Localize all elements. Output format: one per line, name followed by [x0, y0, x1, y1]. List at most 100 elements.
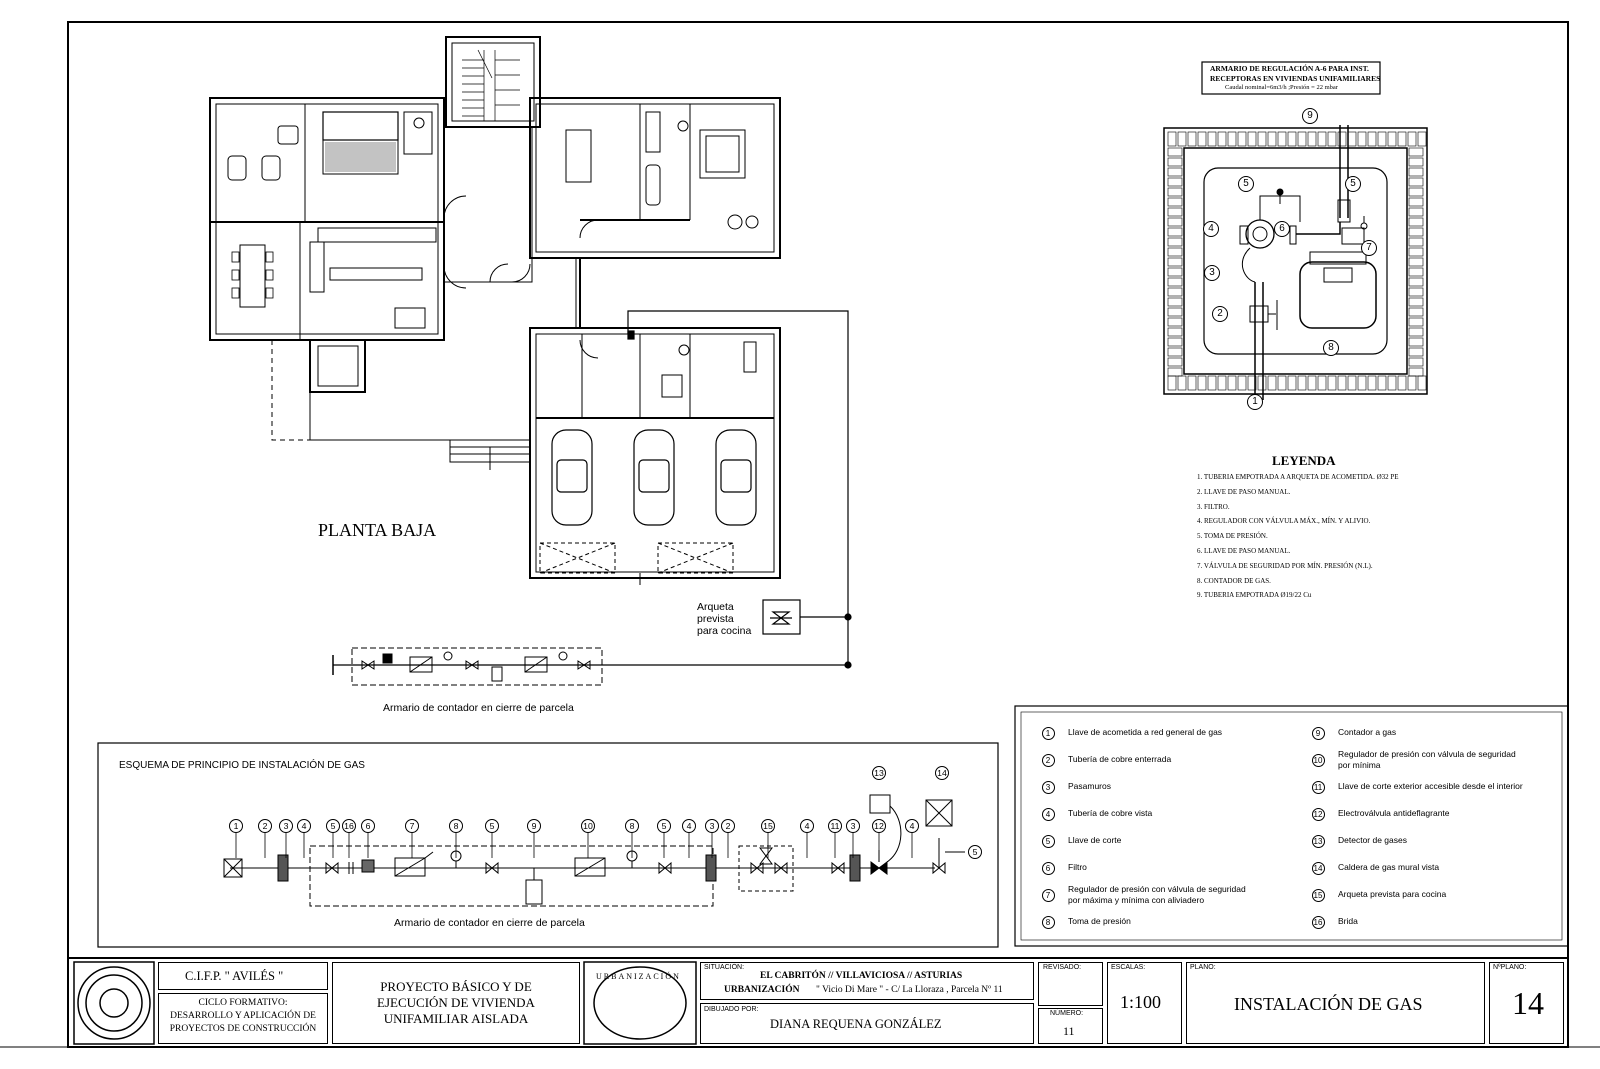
callout-number: 5 — [1041, 834, 1055, 848]
revisado-label: REVISADO: — [1043, 964, 1082, 971]
callout-number: 3 — [705, 819, 719, 833]
callout-number: 4 — [297, 819, 311, 833]
cycle-line-3: PROYECTOS DE CONSTRUCCIÓN — [169, 1024, 317, 1034]
legend-item: 6. LLAVE DE PASO MANUAL. — [1197, 546, 1291, 555]
callout-number: 11 — [1311, 780, 1325, 794]
schema-caption: Armario de contador en cierre de parcela — [394, 917, 585, 929]
situacion-line1: EL CABRITÓN // VILLAVICIOSA // ASTURIAS — [760, 971, 963, 981]
plano-label: PLANO: — [1190, 964, 1216, 971]
arqueta-label: Arqueta prevista para cocina — [697, 601, 751, 637]
callout-number: 15 — [1311, 888, 1325, 902]
callout-number: 9 — [527, 819, 541, 833]
legend-item: 5. TOMA DE PRESIÓN. — [1197, 532, 1268, 541]
symbol-description: Regulador de presión con válvula de segu… — [1338, 749, 1516, 770]
callout-number: 3 — [1041, 780, 1055, 794]
plano-cell — [1186, 962, 1485, 1044]
symbols-legend-box — [1014, 705, 1569, 947]
callout-number: 8 — [1041, 915, 1055, 929]
dibujado-label: DIBUJADO POR: — [704, 1006, 759, 1013]
callout-number: 3 — [846, 819, 860, 833]
symbol-description: Llave de acometida a red general de gas — [1068, 727, 1223, 737]
callout-number: 2 — [1212, 306, 1228, 322]
arqueta-label-2: prevista — [697, 613, 734, 625]
callout-number: 8 — [1323, 340, 1339, 356]
callout-number: 13 — [872, 766, 886, 780]
cabinet-detail — [1163, 61, 1428, 400]
cycle-cell — [158, 993, 328, 1044]
symbol-description: Pasamuros — [1068, 781, 1111, 791]
escala-cell — [1107, 962, 1182, 1044]
numero-label: NÚMERO: — [1050, 1010, 1084, 1017]
callout-number: 4 — [800, 819, 814, 833]
dibujado-name: DIANA REQUENA GONZÁLEZ — [770, 1017, 942, 1031]
callout-number: 7 — [1361, 240, 1377, 256]
legend-item: 4. REGULADOR CON VÁLVULA MÁX., MÍN. Y AL… — [1197, 517, 1371, 526]
callout-number: 14 — [935, 766, 949, 780]
callout-number: 2 — [1041, 753, 1055, 767]
callout-number: 1 — [1247, 394, 1263, 410]
callout-number: 5 — [326, 819, 340, 833]
callout-number: 10 — [581, 819, 595, 833]
callout-number: 1 — [1041, 726, 1055, 740]
legend-item: 9. TUBERIA EMPOTRADA Ø19/22 Cu — [1197, 591, 1312, 600]
situacion-cell — [700, 962, 1034, 1000]
meter-box-schematic — [332, 647, 848, 686]
callout-number: 5 — [1238, 176, 1254, 192]
symbol-description: Arqueta prevista para cocina — [1338, 889, 1447, 899]
callout-number: 4 — [1203, 221, 1219, 237]
school-name: C.I.F.P. " AVILÉS " — [185, 969, 284, 983]
urbanization-logo-text: URBANIZACIÓN — [596, 972, 681, 981]
cycle-line-1: CICLO FORMATIVO: — [198, 998, 288, 1008]
dibujado-cell — [700, 1003, 1034, 1044]
callout-number: 13 — [1311, 834, 1325, 848]
callout-number: 7 — [1041, 888, 1055, 902]
legend-item: 1. TUBERIA EMPOTRADA A ARQUETA DE ACOMET… — [1197, 473, 1399, 481]
schema-leader-lines — [235, 833, 913, 858]
symbol-description: Brida — [1338, 916, 1358, 926]
callout-number: 16 — [1311, 915, 1325, 929]
schema-title: ESQUEMA DE PRINCIPIO DE INSTALACIÓN DE G… — [119, 760, 365, 771]
symbol-description: Filtro — [1068, 862, 1087, 872]
plano-value: INSTALACIÓN DE GAS — [1234, 994, 1423, 1014]
callout-number: 5 — [657, 819, 671, 833]
legend-item: 3. FILTRO. — [1197, 502, 1230, 511]
callout-number: 2 — [721, 819, 735, 833]
callout-number: 9 — [1302, 108, 1318, 124]
callout-number: 15 — [761, 819, 775, 833]
symbol-description: Tubería de cobre enterrada — [1068, 754, 1172, 764]
symbol-description: Contador a gas — [1338, 727, 1397, 737]
callout-number: 7 — [405, 819, 419, 833]
callout-number: 3 — [1204, 265, 1220, 281]
cabinet-title-1: ARMARIO DE REGULACIÓN A-6 PARA INST. — [1210, 64, 1369, 73]
symbol-description: Detector de gases — [1338, 835, 1407, 845]
callout-number: 5 — [968, 845, 982, 859]
callout-number: 8 — [625, 819, 639, 833]
symbol-description: Tubería de cobre vista — [1068, 808, 1153, 818]
callout-number: 6 — [361, 819, 375, 833]
callout-number: 12 — [1311, 807, 1325, 821]
gas-pipe-route — [627, 310, 852, 669]
callout-number: 6 — [1041, 861, 1055, 875]
cabinet-title-3: Caudal nominal=6m3/h ;Presión = 22 mbar — [1225, 84, 1338, 91]
callout-number: 5 — [485, 819, 499, 833]
callout-number: 8 — [449, 819, 463, 833]
numero-cell — [1038, 1008, 1103, 1044]
symbol-description: Llave de corte — [1068, 835, 1122, 845]
floor-plan — [209, 36, 781, 585]
callout-number: 2 — [258, 819, 272, 833]
symbol-description: Electroválvula antideflagrante — [1338, 808, 1450, 818]
legend-item: 7. VÁLVULA DE SEGURIDAD POR MÍN. PRESIÓN… — [1197, 561, 1373, 570]
cycle-line-2: DESARROLLO Y APLICACIÓN DE — [170, 1011, 316, 1021]
meter-box-caption: Armario de contador en cierre de parcela — [383, 702, 574, 714]
situacion-line2b: " Vicio Di Mare " - C/ La Lloraza , Parc… — [816, 985, 1003, 995]
project-line-1: PROYECTO BÁSICO Y DE — [380, 979, 532, 994]
callout-number: 4 — [1041, 807, 1055, 821]
callout-number: 4 — [905, 819, 919, 833]
callout-number: 1 — [229, 819, 243, 833]
numero-value: 11 — [1063, 1024, 1075, 1038]
situacion-line2a: URBANIZACIÓN — [724, 985, 800, 995]
callout-number: 12 — [872, 819, 886, 833]
escala-label: ESCALAS: — [1111, 964, 1146, 971]
nplano-label: NºPLANO: — [1493, 964, 1527, 971]
